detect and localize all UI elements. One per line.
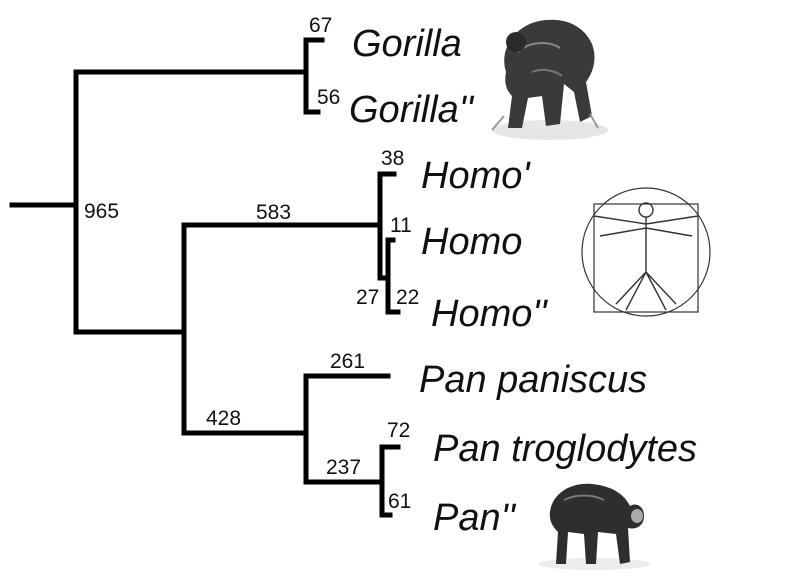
- taxon-gorilla2: Gorilla'': [349, 89, 475, 131]
- vitruvian-man-illustration-icon: [581, 187, 711, 317]
- gorilla-illustration-icon: [491, 19, 608, 140]
- pan-paniscus-value: 261: [330, 350, 365, 373]
- taxon-homo3: Homo'': [431, 293, 549, 335]
- pan-trog-value: 237: [326, 456, 361, 479]
- chimpanzee-illustration-icon: [538, 483, 650, 570]
- taxon-homo2: Homo: [421, 221, 522, 263]
- taxon-names: Gorilla Gorilla'' Homo' Homo Homo'' Pan …: [349, 23, 697, 539]
- taxon-pan-troglodytes: Pan troglodytes: [433, 428, 697, 470]
- homo1-value: 38: [381, 147, 404, 170]
- root-value: 965: [84, 200, 119, 223]
- tip-values: 67 56 38 11 22 261 72 61: [309, 14, 419, 513]
- taxon-homo1: Homo': [421, 155, 531, 197]
- taxon-gorilla1: Gorilla: [352, 23, 462, 65]
- taxon-pan-paniscus: Pan paniscus: [419, 359, 647, 401]
- pan-homo-value: 428: [206, 407, 241, 430]
- tree-branches: [9, 37, 401, 518]
- pan-troglodytes-value: 72: [387, 419, 410, 442]
- gorilla1-value: 67: [309, 14, 332, 37]
- internal-values: 965 583 428 237 27: [84, 200, 379, 479]
- homo3-value: 22: [396, 286, 419, 309]
- homo-inner-value: 27: [356, 286, 379, 309]
- taxon-pan3: Pan'': [433, 497, 517, 539]
- pan3-value: 61: [388, 490, 411, 513]
- homo2-value: 11: [390, 214, 412, 237]
- homo-clade-value: 583: [256, 201, 291, 224]
- gorilla2-value: 56: [317, 86, 340, 109]
